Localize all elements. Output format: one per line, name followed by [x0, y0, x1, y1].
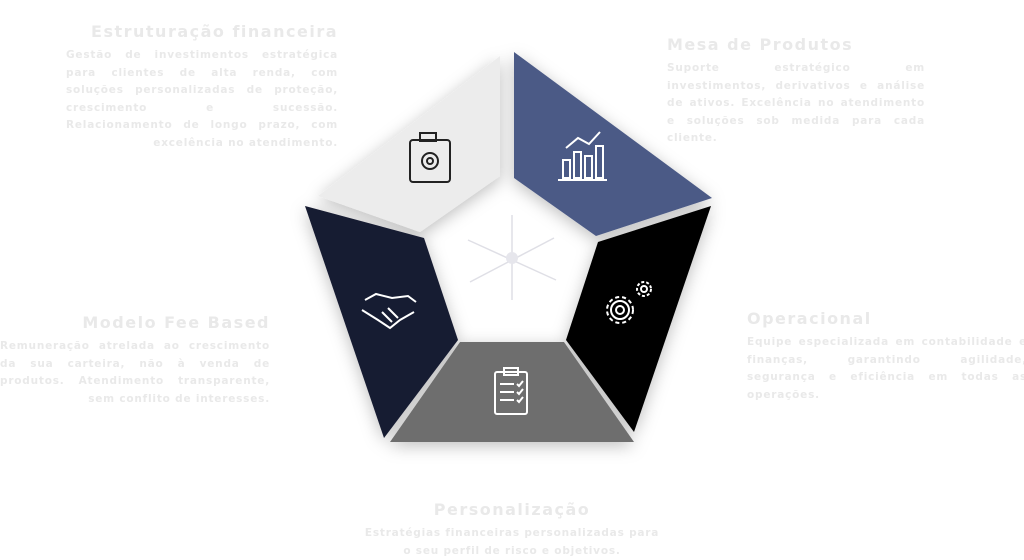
center-star-icon [467, 215, 557, 300]
title: Modelo Fee Based [82, 313, 270, 332]
safe-icon [409, 132, 451, 183]
description: Gestão de investimentos estratégica para… [66, 49, 338, 149]
title: Operacional [747, 309, 872, 328]
clipboard-icon [494, 367, 528, 415]
title: Personalização [433, 500, 591, 519]
segment-mesa-produtos[interactable] [514, 52, 712, 236]
title: Mesa de Produtos [667, 35, 854, 54]
description: Estratégias financeiras personalizadas p… [364, 527, 660, 557]
bar-chart-icon [558, 131, 607, 181]
segment-operacional[interactable] [566, 206, 711, 432]
block-estruturacao: Estruturação financeira Gestão de invest… [66, 22, 338, 152]
description: Remuneração atrelada ao crescimento da s… [0, 340, 270, 405]
handshake-icon [361, 292, 417, 330]
block-operacional: Operacional Equipe especializada em cont… [747, 309, 1024, 404]
description: Suporte estratégico em investimentos, de… [667, 62, 925, 144]
block-fee-based: Modelo Fee Based Remuneração atrelada ao… [0, 313, 270, 408]
gears-icon [606, 281, 652, 324]
block-personalizacao: Personalização Estratégias financeiras p… [362, 500, 662, 560]
description: Equipe especializada em contabilidade e … [747, 336, 1024, 401]
title: Estruturação financeira [91, 22, 338, 41]
block-mesa-produtos: Mesa de Produtos Suporte estratégico em … [667, 35, 925, 148]
